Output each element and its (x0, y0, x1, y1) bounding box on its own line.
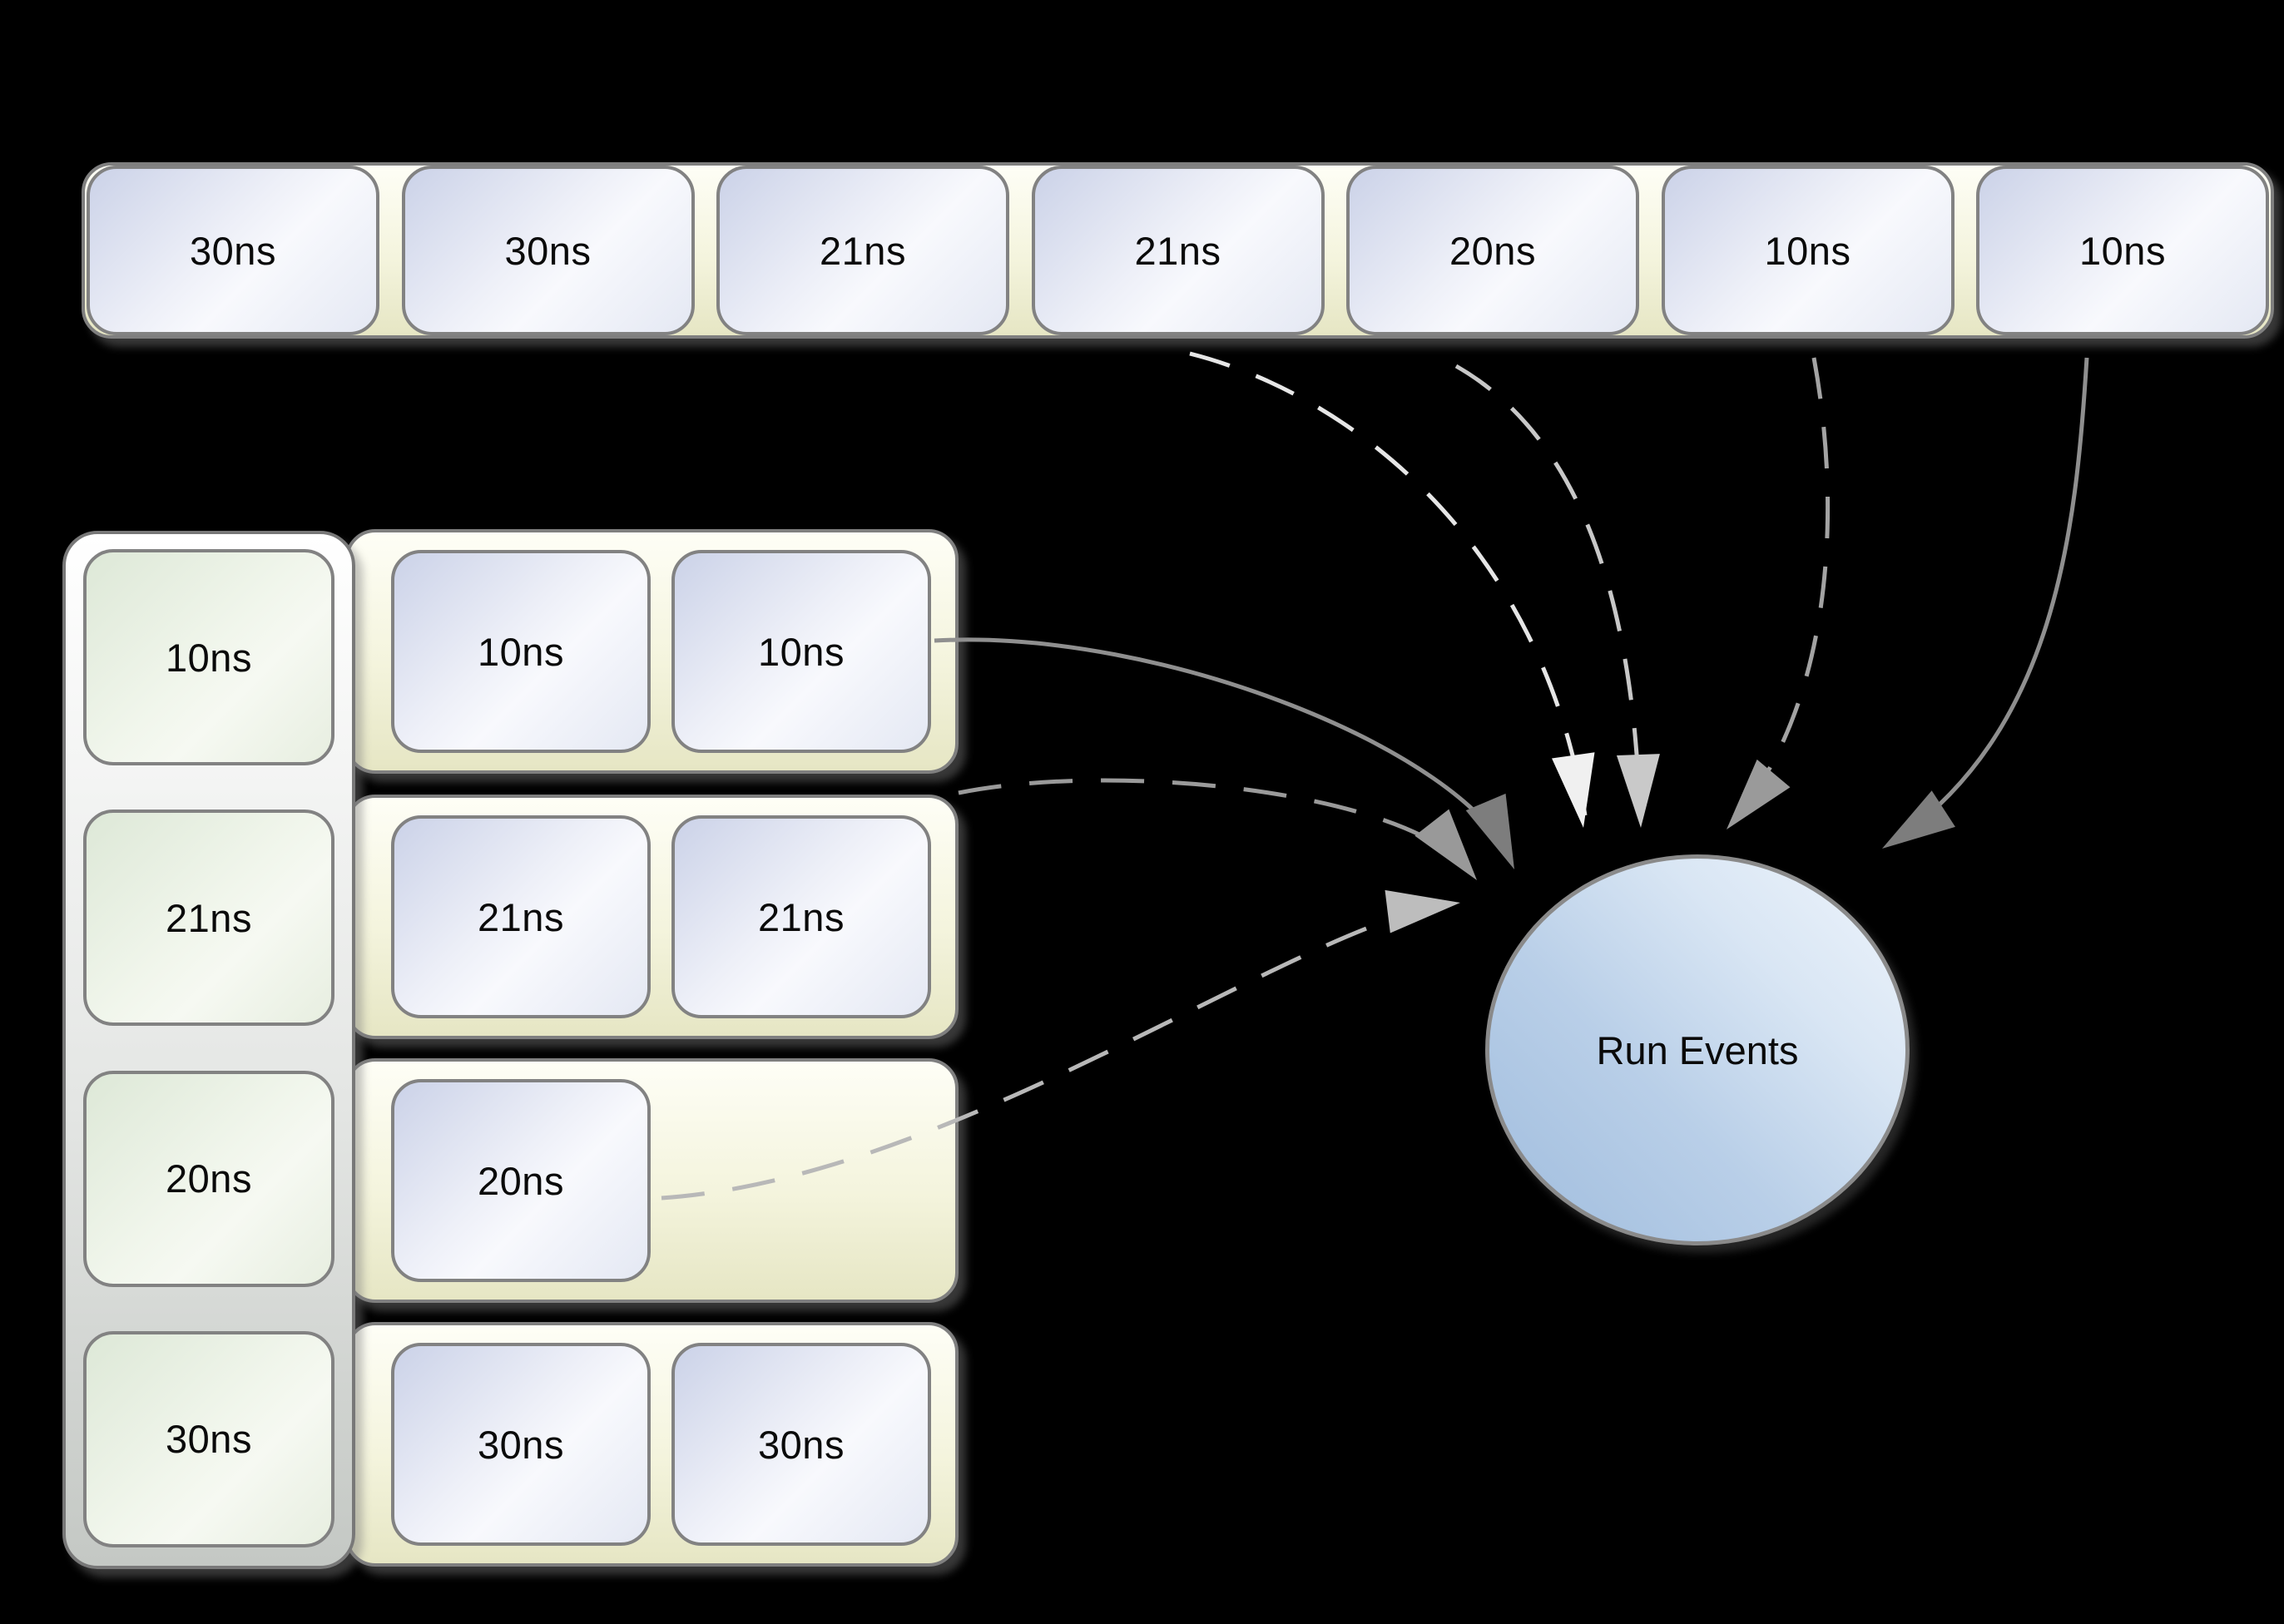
event-box: 10ns (1976, 166, 2269, 335)
event-box: 10ns (671, 550, 931, 753)
time-bucket-label: 10ns (166, 635, 252, 680)
event-box: 21ns (1031, 166, 1325, 335)
event-box-label: 10ns (2079, 228, 2166, 273)
arrow-line (1189, 351, 1588, 816)
arrowhead-icon (1727, 759, 1791, 829)
time-bucket-box: 21ns (83, 810, 334, 1027)
bucket-row-10ns: 10ns 10ns (345, 529, 959, 774)
arrow-line (1454, 364, 1642, 816)
event-box: 30ns (671, 1343, 931, 1546)
arrowhead-icon (1616, 754, 1660, 828)
arrow-queue-10ns-a (1727, 357, 1831, 829)
arrowhead-icon (1385, 889, 1460, 933)
arrow-line (934, 637, 1513, 859)
run-events-node: Run Events (1485, 854, 1910, 1245)
time-bucket-label: 20ns (166, 1156, 252, 1201)
event-box: 20ns (391, 1079, 651, 1282)
time-bucket-label: 30ns (166, 1417, 252, 1462)
event-box-label: 20ns (1449, 228, 1536, 273)
event-box: 30ns (391, 1343, 651, 1546)
time-bucket-box: 20ns (83, 1070, 334, 1287)
event-box: 21ns (391, 815, 651, 1018)
arrowhead-icon (1552, 752, 1595, 828)
bucket-row-21ns: 21ns 21ns (345, 795, 959, 1039)
event-box-label: 10ns (1764, 228, 1851, 273)
arrowhead-icon (1882, 790, 1955, 849)
event-box-label: 21ns (478, 894, 564, 939)
event-box-label: 10ns (478, 629, 564, 674)
bucket-row-20ns: 20ns (345, 1058, 959, 1303)
event-box-label: 30ns (190, 228, 276, 273)
event-box-label: 20ns (478, 1158, 564, 1203)
event-box-label: 10ns (758, 629, 845, 674)
arrowhead-icon (1465, 793, 1514, 869)
top-event-queue-container: 30ns 30ns 21ns 21ns 20ns 10ns 10ns (82, 162, 2274, 339)
arrow-line (1890, 357, 2089, 845)
arrow-queue-10ns-b (1882, 357, 2089, 849)
event-box: 30ns (87, 166, 379, 335)
arrow-line (1732, 357, 1831, 823)
arrow-queue-21ns (1189, 351, 1595, 828)
event-box-label: 21ns (758, 894, 845, 939)
event-box-label: 21ns (1134, 228, 1221, 273)
bucket-row-30ns: 30ns 30ns (345, 1322, 959, 1567)
event-box-label: 30ns (478, 1422, 564, 1467)
event-box: 10ns (391, 550, 651, 753)
event-box-label: 30ns (504, 228, 592, 273)
event-box: 30ns (401, 166, 695, 335)
arrow-row-21ns (958, 778, 1477, 880)
run-events-label: Run Events (1596, 1027, 1799, 1072)
time-bucket-column: 10ns 21ns 20ns 30ns (62, 531, 355, 1569)
arrowhead-icon (1414, 809, 1477, 880)
event-box: 20ns (1346, 166, 1639, 335)
event-box-label: 21ns (820, 228, 906, 273)
event-box: 10ns (1661, 166, 1955, 335)
event-box: 21ns (716, 166, 1009, 335)
time-bucket-label: 21ns (166, 895, 252, 940)
arrow-line (958, 778, 1473, 874)
time-bucket-box: 30ns (83, 1330, 334, 1547)
event-box: 21ns (671, 815, 931, 1018)
event-box-label: 30ns (758, 1422, 845, 1467)
time-bucket-box: 10ns (83, 549, 334, 765)
arrow-row-10ns (934, 637, 1514, 869)
arrow-queue-20ns (1454, 364, 1660, 828)
